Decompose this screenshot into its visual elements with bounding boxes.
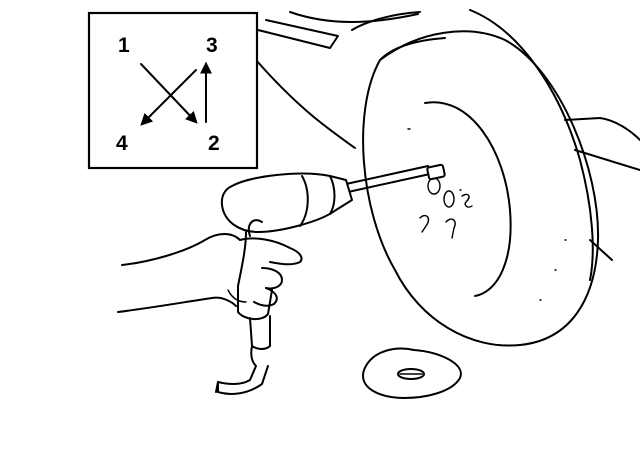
label-nut-2: 2 <box>208 132 220 155</box>
arrow-3-to-4 <box>140 69 197 126</box>
impact-wrench-icon <box>215 172 353 395</box>
label-nut-1: 1 <box>118 34 130 57</box>
label-nut-4: 4 <box>116 132 128 155</box>
hub-cap <box>362 347 462 399</box>
nut-sequence-inset: 1 3 4 2 <box>87 11 259 170</box>
tire <box>362 30 600 347</box>
lug-nut-icon <box>419 177 473 239</box>
vehicle-body <box>255 9 640 281</box>
extension-bar <box>345 163 446 193</box>
hand-icon <box>117 219 303 313</box>
arrow-1-to-2 <box>140 63 198 124</box>
label-nut-3: 3 <box>206 34 218 57</box>
